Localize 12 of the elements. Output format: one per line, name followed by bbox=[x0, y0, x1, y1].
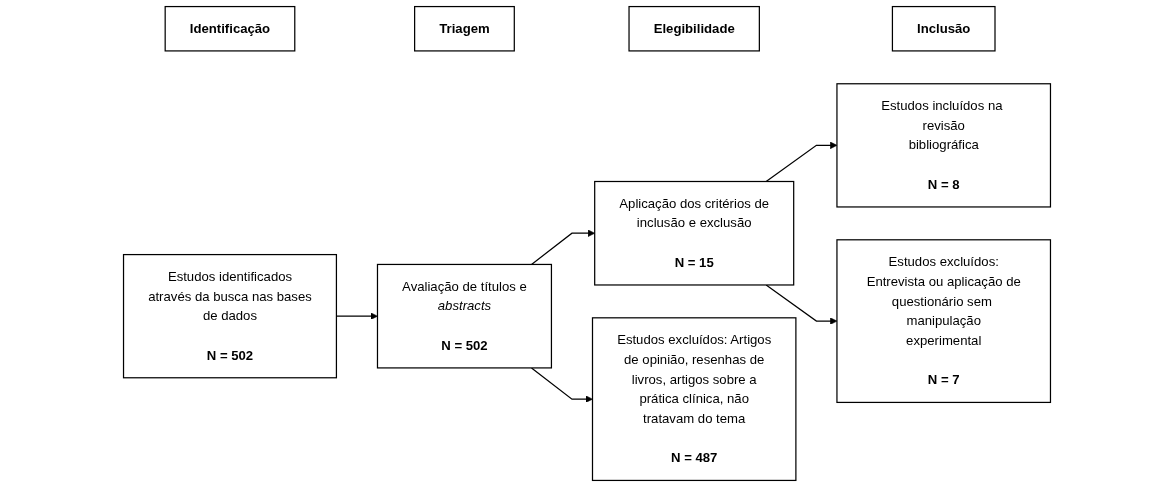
node-box: Inclusão bbox=[891, 5, 996, 52]
node-box: Aplicação dos critérios de inclusão e exclusão N = 15 bbox=[594, 180, 795, 286]
node-box: Triagem bbox=[414, 5, 515, 52]
arrow bbox=[530, 367, 593, 403]
node-box: Estudos incluídos na revisão bibliográfica N = 8 bbox=[836, 83, 1052, 208]
node-box: Elegibilidade bbox=[628, 5, 760, 52]
node-box: Avaliação de títulos e abstracts N = 502 bbox=[376, 263, 553, 369]
node-box: Identificação bbox=[164, 5, 296, 52]
arrow bbox=[530, 229, 595, 266]
node-box: Estudos identificados através da busca nas bases de dados N = 502 bbox=[122, 253, 338, 379]
node-box: Estudos excluídos: Artigos de opinião, resenhas de livros, artigos sobre a prática clínica, não tratavam do tema N = 487 bbox=[591, 317, 797, 482]
node-box: Estudos excluídos: Entrevista ou aplicação de questionário sem manipulação experimental N = 7 bbox=[836, 239, 1052, 404]
